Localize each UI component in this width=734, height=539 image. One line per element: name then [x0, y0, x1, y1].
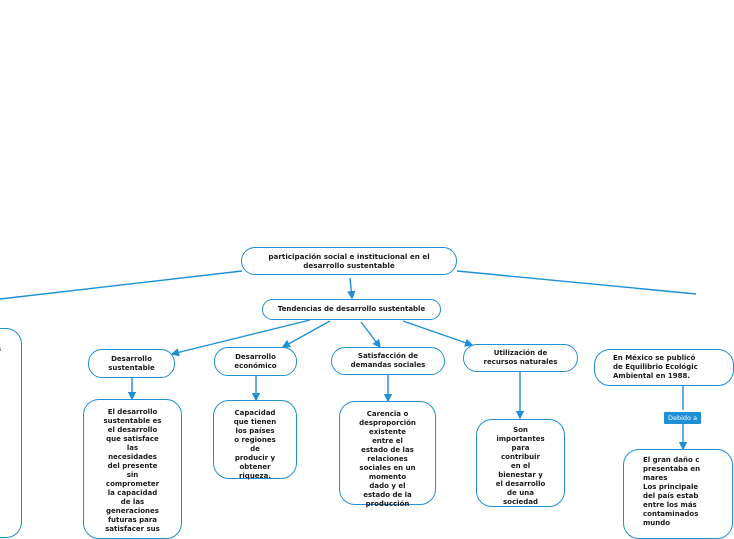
edge-root-left: [0, 270, 243, 300]
definicion-sustentable-node[interactable]: El desarrollo sustentable es el desarrol…: [83, 399, 182, 539]
importantes-node[interactable]: Son importantes para contribuir en el bi…: [476, 419, 565, 507]
edge-tend-utilizacion: [402, 320, 474, 347]
utilizacion-node[interactable]: Utilización de recursos naturales: [463, 344, 578, 372]
edge-label-debido: Debido a: [664, 412, 702, 424]
root-node[interactable]: participación social e institucional en …: [241, 247, 457, 275]
carencia-node[interactable]: Carencia o desproporción existente entre…: [339, 401, 436, 508]
satisfaccion-node[interactable]: Satisfacción de demandas sociales: [331, 347, 445, 375]
edge-tend-economico: [281, 320, 331, 348]
capacidad-node[interactable]: Capacidad que tienen los países o region…: [213, 400, 297, 480]
edge-root-right: [456, 270, 697, 295]
mind-map-canvas: participación social e institucional en …: [0, 247, 734, 539]
tendencias-node[interactable]: Tendencias de desarrollo sustentable: [262, 299, 441, 320]
desarrollo-sustentable-node[interactable]: Desarrollo sustentable: [88, 349, 175, 378]
gran-dano-node[interactable]: El gran daño c presentaba en mares Los p…: [623, 449, 733, 539]
desarrollo-economico-node[interactable]: Desarrollo económico: [214, 347, 297, 376]
edge-root-tendencias: [347, 277, 356, 300]
left-partial-node[interactable]: s: [0, 328, 22, 538]
edge-tend-satisfaccion: [360, 321, 381, 349]
mexico-node[interactable]: En México se publicó de Equilibrio Ecoló…: [594, 349, 734, 386]
